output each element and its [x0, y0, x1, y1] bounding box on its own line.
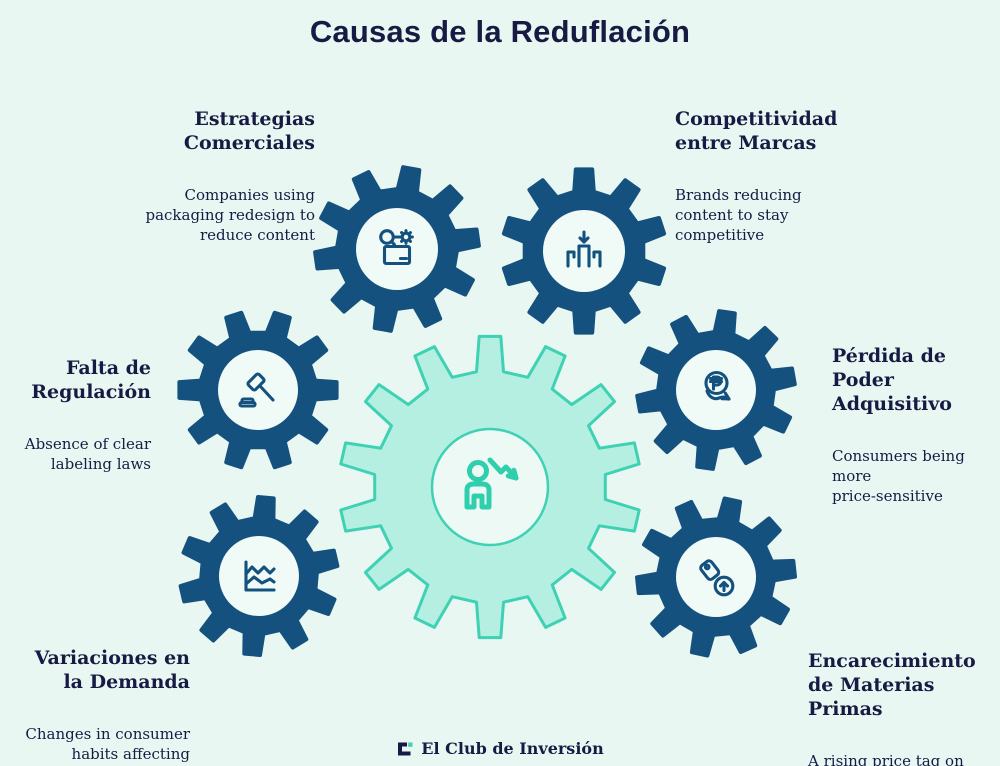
cause-description: Absence of clear labeling laws	[24, 435, 151, 473]
cause-heading: Competitividad entre Marcas	[675, 108, 838, 154]
gear-variaciones-demanda	[178, 495, 340, 657]
cause-perdida-de-poder-adquisitivo: Pérdida de Poder Adquisitivo Consumers b…	[832, 325, 1000, 525]
cause-heading: Encarecimiento de Materias Primas	[808, 650, 976, 720]
gear-hub	[219, 536, 299, 616]
gear-hub	[543, 210, 625, 292]
cause-description: Brands reducing content to stay competit…	[675, 186, 802, 244]
gavel-icon	[238, 372, 275, 408]
peso-decline-icon	[704, 370, 731, 401]
cause-encarecimiento-materias-primas: Encarecimiento de Materias Primas A risi…	[808, 630, 976, 766]
person-decline-icon	[464, 457, 519, 510]
cause-heading: Falta de Regulación	[31, 357, 151, 403]
gear-hub	[676, 350, 756, 430]
gear-hub	[218, 350, 298, 430]
brand-footer: El Club de Inversión	[0, 739, 1000, 758]
gear-competitividad	[501, 167, 667, 335]
cause-falta-de-regulacion: Falta de Regulación Absence of clear lab…	[25, 337, 151, 493]
cause-heading: Estrategias Comerciales	[183, 108, 315, 154]
gear-estrategias-comerciales	[313, 165, 481, 333]
cause-variaciones-en-la-demanda: Variaciones en la Demanda Changes in con…	[25, 627, 190, 766]
gear-perdida-poder	[635, 309, 797, 471]
club-inversion-logo-icon	[398, 742, 413, 755]
demand-chart-icon	[244, 560, 276, 592]
mini-gear-teeth	[398, 229, 414, 245]
cause-estrategias-comerciales: Estrategias Comerciales Companies using …	[145, 88, 315, 264]
magnifier-gear-package-icon	[379, 229, 414, 266]
gear-central	[339, 334, 641, 640]
cause-description: Changes in consumer habits affecting pro…	[25, 725, 190, 766]
cause-description: A rising price tag on raw materials	[808, 752, 964, 766]
gear-encarecimiento	[635, 496, 797, 658]
gear-falta-regulacion	[177, 310, 339, 470]
page-title: Causas de la Reduflación	[309, 14, 691, 49]
gear-hub	[356, 208, 438, 290]
cause-heading: Variaciones en la Demanda	[34, 647, 190, 693]
price-tag-up-icon	[699, 559, 735, 597]
cause-heading: Pérdida de Poder Adquisitivo	[832, 345, 952, 415]
cause-competitividad-entre-marcas: Competitividad entre Marcas Brands reduc…	[675, 88, 837, 264]
cause-description: Consumers being more price-sensitive	[832, 447, 965, 505]
podium-down-arrow-icon	[566, 230, 602, 268]
cause-description: Companies using packaging redesign to re…	[145, 186, 315, 244]
brand-name: El Club de Inversión	[421, 739, 604, 758]
